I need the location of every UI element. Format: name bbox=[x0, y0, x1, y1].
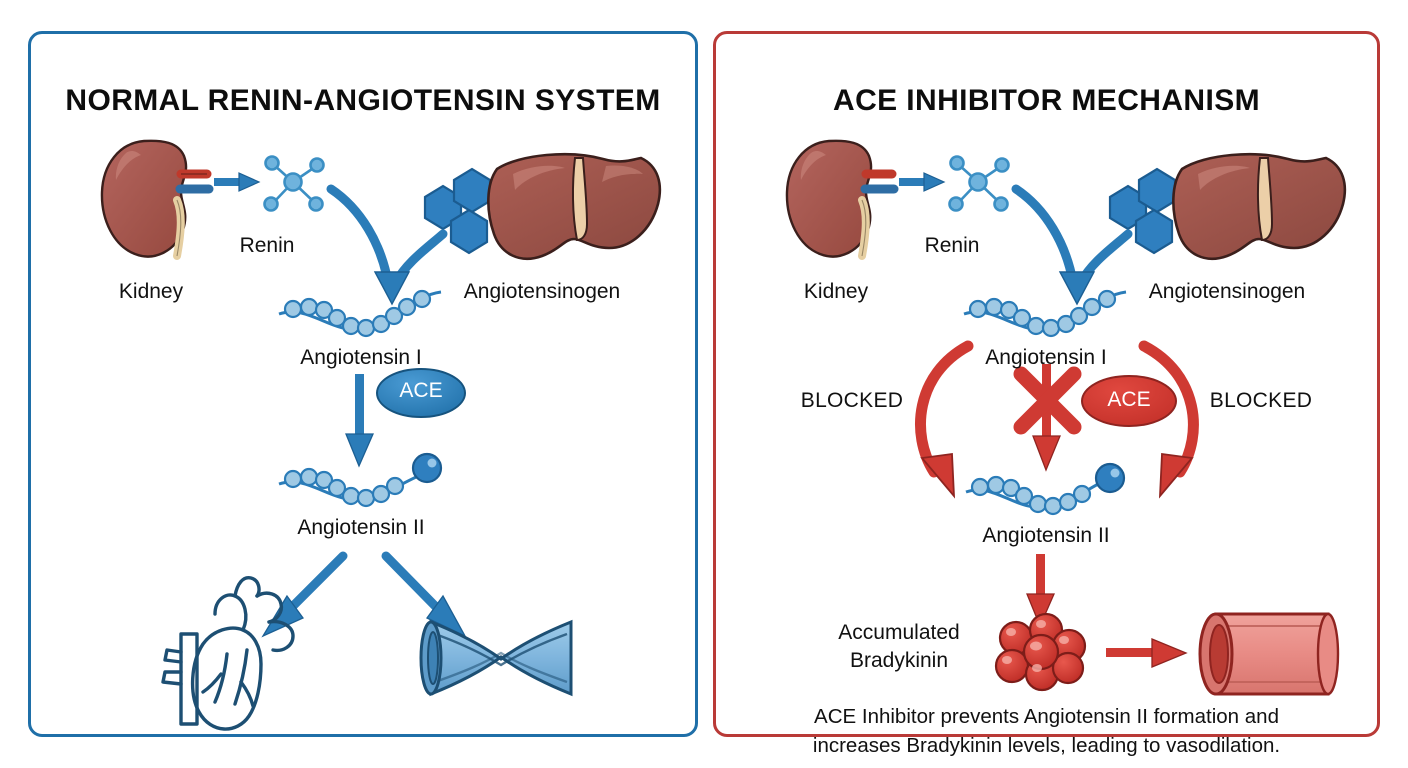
label-angiotensin-1-right: Angiotensin I bbox=[985, 346, 1107, 369]
arrow-kidney-to-renin bbox=[214, 172, 261, 192]
label-renin-left: Renin bbox=[239, 234, 295, 257]
label-angiotensinogen-right: Angiotensinogen bbox=[1148, 280, 1306, 303]
liver-icon bbox=[1172, 152, 1347, 261]
bradykinin-cluster-icon bbox=[994, 612, 1087, 692]
label-accumulated: Accumulated bbox=[838, 621, 960, 644]
dilated-blood-vessel-icon bbox=[1198, 612, 1340, 696]
renin-molecule-icon bbox=[263, 155, 325, 212]
panel-title-inhibitor: ACE INHIBITOR MECHANISM bbox=[833, 84, 1260, 117]
panel-normal-renin-angiotensin-system: NORMAL RENIN-ANGIOTENSIN SYSTEM bbox=[28, 31, 698, 737]
label-kidney-left: Kidney bbox=[118, 280, 184, 303]
label-angiotensinogen-left: Angiotensinogen bbox=[463, 280, 621, 303]
label-bradykinin: Bradykinin bbox=[849, 649, 949, 672]
panel-ace-inhibitor-mechanism: ACE INHIBITOR MECHANISM bbox=[713, 31, 1380, 757]
liver-icon bbox=[487, 152, 662, 261]
angiotensin-2-chain-icon bbox=[965, 462, 1126, 516]
normal-panel-artwork bbox=[100, 139, 662, 731]
angiotensin-1-chain-icon bbox=[278, 289, 442, 338]
arrow-renin-to-angiotensin1 bbox=[326, 184, 393, 287]
inhibitor-panel-artwork bbox=[785, 139, 1347, 696]
label-kidney-right: Kidney bbox=[803, 280, 869, 303]
arrow-angiotensin2-to-vessel bbox=[381, 551, 467, 638]
label-ace-right: ACE bbox=[1107, 388, 1151, 411]
blocked-arc-left bbox=[915, 340, 974, 499]
label-ace-left: ACE bbox=[399, 379, 443, 402]
label-blocked-right: BLOCKED bbox=[1209, 389, 1313, 412]
caption-line-2: increases Bradykinin levels, leading to … bbox=[812, 734, 1281, 757]
panel-title-normal: NORMAL RENIN-ANGIOTENSIN SYSTEM bbox=[65, 84, 661, 117]
arrow-angiotensin2-to-bradykinin bbox=[1026, 554, 1055, 628]
arrowhead-to-angiotensin1 bbox=[373, 271, 411, 306]
angiotensin-2-chain-icon bbox=[278, 452, 443, 508]
blocked-x-icon bbox=[1013, 366, 1082, 435]
caption-line-1: ACE Inhibitor prevents Angiotensin II fo… bbox=[814, 705, 1279, 728]
arrowhead-to-angiotensin1 bbox=[1058, 271, 1096, 306]
blocked-arc-right bbox=[1138, 340, 1199, 499]
arrow-kidney-to-renin bbox=[899, 172, 946, 192]
kidney-icon bbox=[785, 139, 899, 260]
label-angiotensin-1-left: Angiotensin I bbox=[300, 346, 422, 369]
heart-icon bbox=[161, 576, 295, 731]
label-blocked-left: BLOCKED bbox=[800, 389, 904, 412]
label-angiotensin-2-right: Angiotensin II bbox=[982, 524, 1110, 547]
constricted-blood-vessel-icon bbox=[419, 619, 573, 697]
ace-enzyme-badge bbox=[1081, 375, 1177, 427]
arrow-bradykinin-to-vessel bbox=[1106, 638, 1188, 668]
panel-caption: ACE Inhibitor prevents Angiotensin II fo… bbox=[742, 702, 1351, 760]
angiotensinogen-hexagons-icon bbox=[1108, 167, 1177, 255]
arrow-angiotensin2-to-heart bbox=[261, 551, 348, 638]
renin-molecule-icon bbox=[948, 155, 1010, 212]
arrow-renin-to-angiotensin1 bbox=[1011, 184, 1078, 287]
kidney-icon bbox=[100, 139, 214, 260]
label-renin-right: Renin bbox=[924, 234, 980, 257]
angiotensin-1-chain-icon bbox=[963, 289, 1127, 338]
ace-enzyme-badge bbox=[376, 368, 466, 418]
angiotensinogen-hexagons-icon bbox=[423, 167, 492, 255]
arrow-angiotensin1-to-angiotensin2 bbox=[345, 374, 374, 468]
label-angiotensin-2-left: Angiotensin II bbox=[297, 516, 425, 539]
